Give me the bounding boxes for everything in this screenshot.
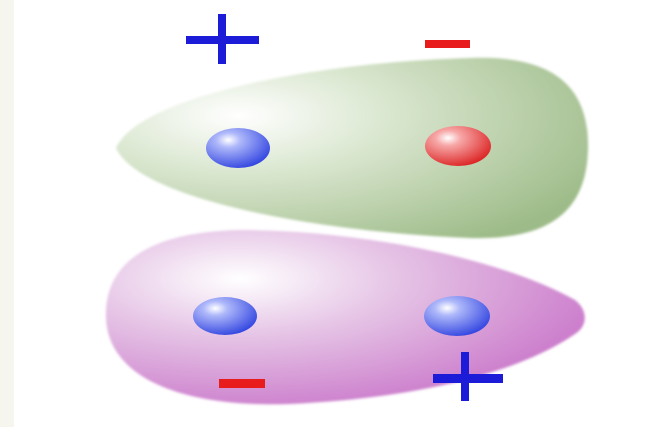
upper-red-ball <box>425 126 491 166</box>
lower-minus-sign <box>219 379 265 388</box>
lower-right-blue-ball <box>424 296 490 336</box>
upper-minus-sign <box>425 40 470 48</box>
upper-blue-ball <box>206 128 270 168</box>
lower-left-blue-ball <box>193 297 257 335</box>
